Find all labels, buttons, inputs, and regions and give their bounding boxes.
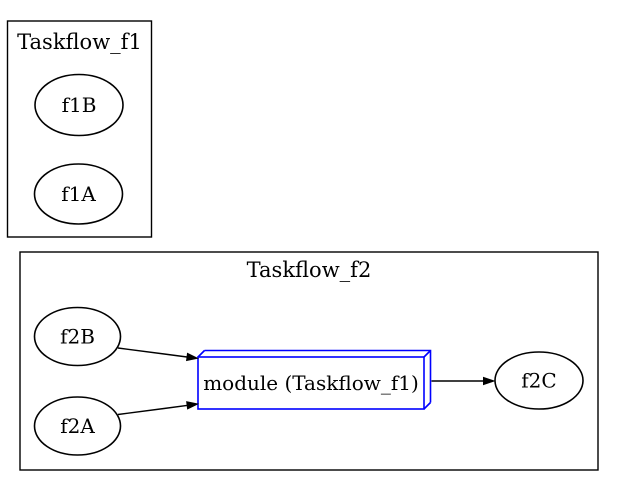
node-f1A-label: f1A xyxy=(61,182,96,206)
cluster-taskflow-f2: Taskflow_f2 f2B f2A module (Taskflow_f1)… xyxy=(19,251,599,471)
node-module-label: module (Taskflow_f1) xyxy=(203,371,419,395)
module-box3d-front-face xyxy=(197,356,425,410)
node-f1A-ellipse xyxy=(33,163,124,225)
node-f2C: f2C xyxy=(494,351,584,410)
node-f2C-ellipse xyxy=(494,351,584,410)
edge-f2B-to-module xyxy=(117,347,200,362)
node-module-taskflow-f1: module (Taskflow_f1) xyxy=(197,349,432,410)
edge-f2B-to-module-line xyxy=(117,347,188,358)
edge-f2A-to-module-arrowhead-icon xyxy=(186,401,200,410)
node-f2A-label: f2A xyxy=(60,414,95,438)
node-f1B-ellipse xyxy=(34,73,124,137)
cluster-taskflow-f1-title: Taskflow_f1 xyxy=(17,30,142,54)
edge-f2B-to-module-arrowhead-icon xyxy=(186,352,200,362)
node-f2B-ellipse xyxy=(33,306,122,367)
cluster-taskflow-f2-border xyxy=(19,251,599,471)
node-f1A: f1A xyxy=(33,163,124,225)
node-f2A-ellipse xyxy=(33,396,122,456)
edges xyxy=(117,347,496,416)
edge-module-to-f2C xyxy=(431,376,496,386)
edge-f2A-to-module-line xyxy=(117,404,188,416)
module-box3d-corner-bevels xyxy=(197,349,432,410)
node-f2A: f2A xyxy=(33,396,122,456)
node-f2B-label: f2B xyxy=(60,325,95,349)
edge-f2A-to-module xyxy=(117,401,200,416)
cluster-taskflow-f1-border xyxy=(6,20,153,238)
node-f1B: f1B xyxy=(34,73,124,137)
edge-module-to-f2C-arrowhead-icon xyxy=(483,376,496,386)
node-f1B-label: f1B xyxy=(62,93,97,117)
cluster-taskflow-f1: Taskflow_f1 f1B f1A xyxy=(6,20,153,238)
cluster-taskflow-f2-title: Taskflow_f2 xyxy=(247,258,372,282)
node-f2B: f2B xyxy=(33,306,122,367)
node-f2C-label: f2C xyxy=(521,369,556,393)
